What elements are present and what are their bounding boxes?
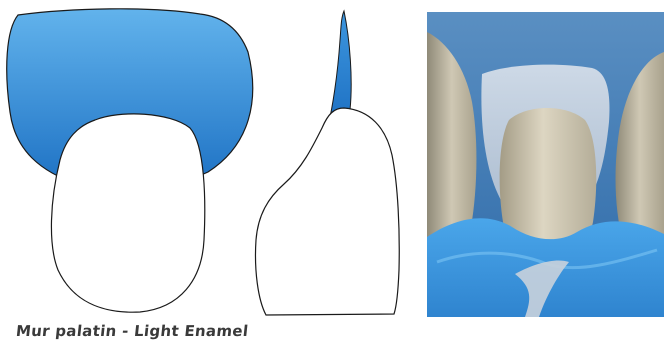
tooth-crown-sagittal <box>255 108 399 315</box>
tooth-crown-frontal <box>51 114 204 312</box>
tooth-diagram <box>0 0 410 348</box>
clinical-photo <box>427 12 664 317</box>
caption-label: Mur palatin - Light Enamel <box>15 322 249 340</box>
